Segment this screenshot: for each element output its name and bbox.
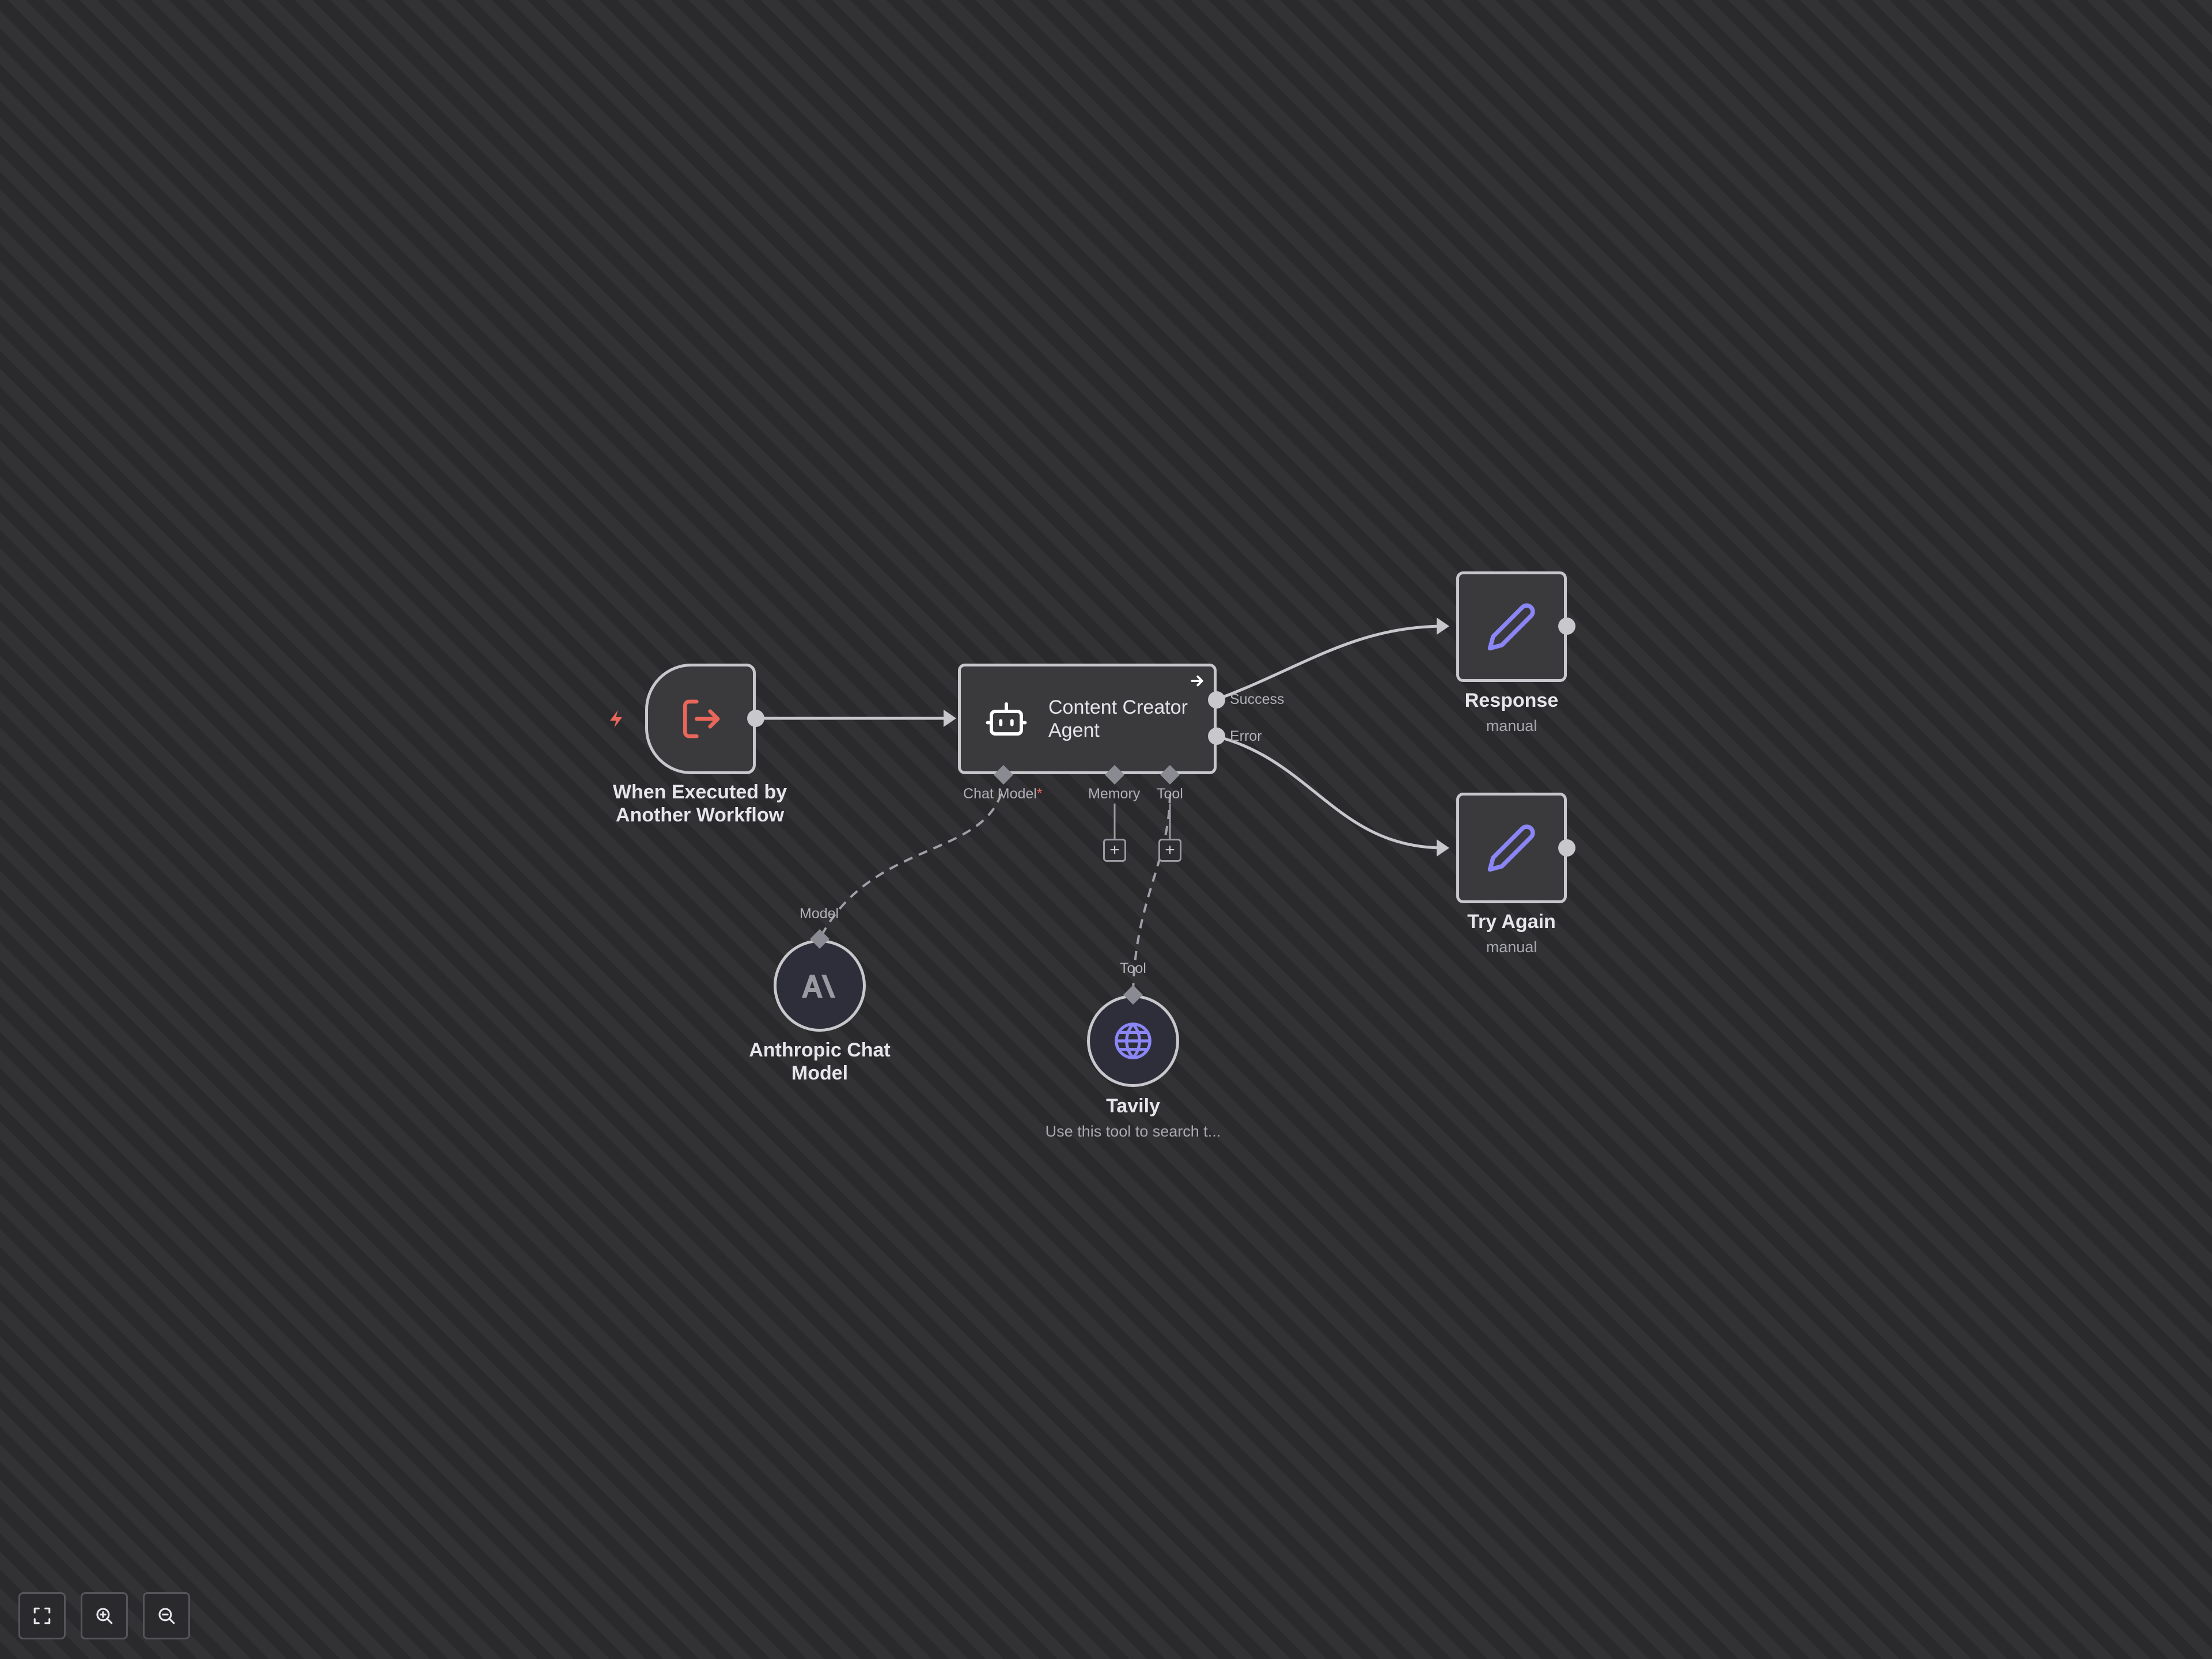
try-again-node-subtitle: manual — [1486, 938, 1537, 956]
pencil-icon — [1487, 603, 1535, 651]
tavily-node-subtitle: Use this tool to search t... — [1045, 1123, 1221, 1140]
connection-agent-to-response — [1215, 624, 1445, 702]
agent-node-title: Content Creator Agent — [1048, 696, 1188, 741]
agent-error-handle[interactable] — [1208, 728, 1225, 745]
zoom-out-icon — [158, 1608, 175, 1624]
lightning-icon — [610, 710, 622, 728]
chat-model-port-label: Chat Model* — [963, 786, 1043, 802]
connection-model-to-agent — [819, 793, 1002, 940]
response-node-title: Response — [1464, 690, 1559, 711]
response-node-subtitle: manual — [1486, 717, 1537, 734]
required-mark: * — [1036, 786, 1043, 802]
add-tool-button[interactable]: + — [1158, 839, 1181, 862]
anthropic-logo-icon — [802, 975, 835, 998]
trigger-node[interactable] — [645, 664, 756, 774]
zoom-in-icon — [96, 1608, 113, 1624]
tavily-node[interactable] — [1087, 995, 1179, 1087]
model-port-label: Model — [800, 906, 839, 922]
agent-node[interactable]: Content Creator Agent — [958, 664, 1217, 774]
trigger-output-handle[interactable] — [747, 710, 764, 727]
chat-model-port-text: Chat Model — [963, 786, 1037, 802]
anthropic-chat-model-node[interactable] — [774, 940, 866, 1032]
try-again-node-title: Try Again — [1467, 911, 1556, 933]
tool-port-label: Tool — [1157, 786, 1183, 802]
tavily-tool-port-label: Tool — [1120, 960, 1146, 976]
trigger-node-title: When Executed by Another Workflow — [612, 781, 787, 826]
fit-view-icon — [33, 1607, 51, 1624]
anthropic-chat-model-title: Anthropic Chat Model — [749, 1039, 891, 1084]
fit-view-button[interactable] — [18, 1592, 66, 1639]
response-output-handle[interactable] — [1558, 618, 1575, 635]
arrow-agent-input — [944, 710, 956, 727]
pencil-icon — [1487, 824, 1535, 872]
agent-success-handle[interactable] — [1208, 691, 1225, 709]
arrow-try-again-input — [1437, 839, 1449, 857]
try-again-node[interactable] — [1456, 793, 1567, 903]
tavily-node-title: Tavily — [1106, 1095, 1160, 1117]
add-memory-button[interactable]: + — [1103, 839, 1126, 862]
response-node[interactable] — [1456, 571, 1567, 682]
globe-icon — [1115, 1022, 1152, 1059]
robot-icon — [986, 702, 1027, 736]
success-output-label: Success — [1230, 691, 1285, 707]
sign-in-icon — [683, 699, 720, 738]
try-again-output-handle[interactable] — [1558, 839, 1575, 857]
zoom-out-button[interactable] — [143, 1592, 190, 1639]
connection-tool-to-agent — [1132, 793, 1171, 994]
arrow-right-icon[interactable] — [1188, 672, 1206, 690]
memory-port-label: Memory — [1088, 786, 1141, 802]
error-output-label: Error — [1230, 728, 1262, 744]
arrow-response-input — [1437, 618, 1449, 635]
zoom-in-button[interactable] — [81, 1592, 128, 1639]
connection-agent-to-try-again — [1215, 734, 1445, 850]
